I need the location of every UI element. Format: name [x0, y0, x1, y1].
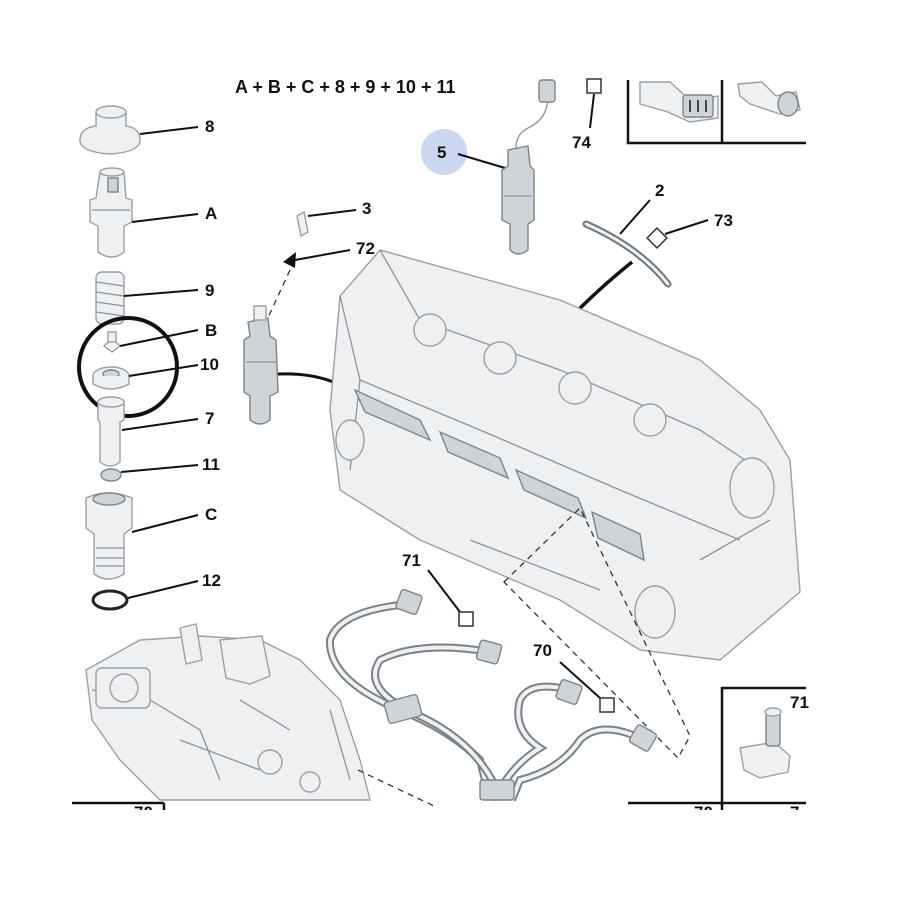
leader-2	[619, 199, 651, 235]
inset-frame-bottom-right	[720, 686, 806, 806]
callout-70: 70	[533, 641, 552, 660]
cylinder-head-icon	[329, 249, 801, 661]
callout-A: A	[205, 204, 217, 223]
square-marker-71	[458, 611, 474, 627]
leader-lines-left	[119, 126, 199, 599]
square-marker-70	[599, 697, 615, 713]
crop-mask	[0, 810, 900, 900]
part-10-washer	[92, 366, 130, 390]
injection-pipes-icon	[325, 588, 658, 802]
callout-B: B	[205, 321, 217, 340]
part-72-injector	[243, 305, 279, 425]
callout-10: 10	[200, 355, 219, 374]
leader-70	[559, 661, 601, 699]
part-9-spring	[95, 271, 125, 325]
part-8-cap	[79, 105, 141, 155]
callout-71: 71	[402, 551, 421, 570]
part-B-pin	[102, 331, 122, 353]
callout-71-inset: 71	[790, 693, 809, 712]
callout-9: 9	[205, 281, 214, 300]
square-marker-74	[586, 78, 602, 94]
leader-73	[664, 219, 709, 235]
leader-71	[427, 569, 461, 613]
leader-74	[589, 93, 595, 129]
leader-3	[307, 209, 357, 217]
pipe-clip-icon	[739, 707, 791, 779]
callout-11: 11	[202, 455, 220, 474]
connector-icon	[639, 81, 719, 123]
leader-5	[457, 153, 506, 169]
callout-3: 3	[362, 199, 371, 218]
part-C-nozzle-nut	[85, 492, 133, 580]
callout-C: C	[205, 505, 217, 524]
callout-72: 72	[356, 239, 375, 258]
callout-12: 12	[202, 571, 221, 590]
highlight-circle	[77, 316, 179, 418]
callout-2: 2	[655, 181, 664, 200]
part-12-o-ring	[91, 589, 129, 611]
part-7-nozzle	[97, 396, 125, 467]
part-5-injector	[501, 79, 556, 255]
callout-5: 5	[437, 143, 446, 162]
arrow-72	[283, 249, 351, 268]
assembly-combination-label: A + B + C + 8 + 9 + 10 + 11	[235, 77, 455, 97]
sensor-plug-icon	[737, 81, 801, 117]
part-A-injector-holder	[89, 167, 133, 258]
part-2-seal	[582, 220, 672, 288]
dashed-guide-pump	[357, 769, 435, 807]
dashed-guide-72	[265, 269, 291, 323]
part-3-pin	[296, 210, 309, 238]
callout-8: 8	[205, 117, 214, 136]
callout-74: 74	[572, 133, 591, 152]
part-11-washer	[100, 468, 122, 482]
dashed-frame-70	[503, 506, 691, 760]
inset-frame-top	[626, 80, 806, 145]
fuel-pump-icon	[85, 623, 371, 801]
callout-73: 73	[714, 211, 733, 230]
callout-7: 7	[205, 409, 214, 428]
callout-5-highlight	[421, 129, 467, 175]
square-marker-73	[646, 227, 668, 249]
